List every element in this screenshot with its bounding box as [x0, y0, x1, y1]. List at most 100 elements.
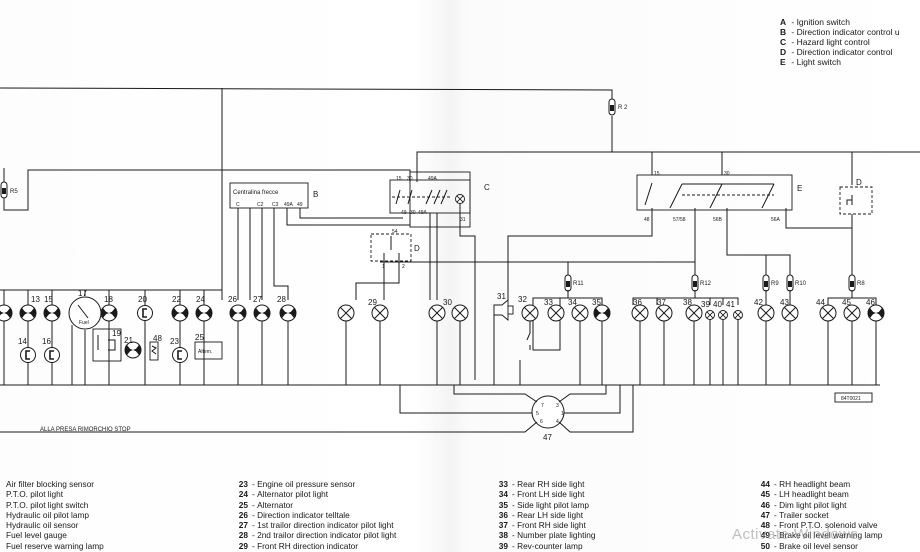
legend-desc: Number plate lighting: [517, 530, 596, 541]
fuse-r2-label: R 2: [618, 105, 628, 111]
legend-desc: 1st trailor direction indicator pilot li…: [257, 520, 394, 531]
legend-num: 34: [498, 489, 508, 500]
key-letter: B: [780, 27, 787, 37]
legend-num: 38: [498, 530, 508, 541]
legend-desc: Alternator: [257, 499, 294, 510]
component-number: 46: [866, 298, 875, 307]
pilot-lamp-28-icon: [279, 304, 297, 322]
component-number: 33: [544, 298, 553, 307]
component-number: 27: [253, 295, 262, 304]
trailer-stop-note: ALLA PRESA RIMORCHIO STOP: [40, 427, 131, 433]
legend-desc: Front LH side light: [517, 489, 585, 500]
lamp-29-icon: [337, 304, 355, 322]
module-e-terminal: 15: [654, 171, 660, 177]
legend-desc: Rear LH side light: [517, 509, 584, 520]
fuel-level-gauge-icon: Fuel: [68, 296, 102, 330]
pilot-lamp-24-icon: [195, 304, 213, 322]
legend-item: 28- 2nd trailor direction indicator pilo…: [232, 530, 397, 540]
pilot-lamp-26-icon: [229, 304, 247, 322]
module-b-direction-indicator-unit: Centralina frecce B C C2 C3 49A 49: [229, 182, 318, 209]
module-b-terminal: 49A: [284, 202, 294, 208]
legend-desc: Fuel reserve warning lamp: [6, 540, 104, 551]
lamp-45-icon: [843, 304, 861, 322]
legend-desc: Hydraulic oil sensor: [6, 520, 79, 531]
component-number: 23: [170, 337, 179, 346]
module-d-right-letter: D: [856, 178, 862, 187]
legend-item: 48- Front P.T.O. solenoid valve: [754, 520, 882, 530]
key-item: E - Light switch: [780, 57, 841, 67]
legend-item: P.T.O. pilot light switch: [6, 500, 104, 510]
module-e-terminal: 30: [724, 171, 730, 177]
module-key-legend: A - Ignition switch B - Direction indica…: [780, 17, 900, 67]
legend-desc: Dim light pilot light: [779, 499, 847, 510]
legend-num: 45: [760, 489, 770, 500]
sensor-23-icon: [171, 346, 189, 364]
key-label: Ignition switch: [796, 17, 850, 27]
lamp-29b-icon: [371, 304, 389, 322]
wiring-schematic: R 2 R5 Centralina frecce B C C2 C3 49A 4…: [0, 87, 920, 442]
pilot-lamp-15-icon: [43, 304, 61, 322]
legend-num: 50: [760, 540, 770, 551]
module-c-lamp-icon: [455, 194, 465, 204]
legend-item: 24- Alternator pilot light: [232, 489, 396, 499]
fuse-r8-label: R8: [857, 281, 865, 287]
module-b-title: Centralina frecce: [233, 190, 279, 196]
pilot-lamp-18-icon: [100, 304, 118, 322]
fuse-r2: [608, 98, 616, 116]
lamp-30-icon: [428, 304, 446, 322]
component-number: 15: [44, 295, 53, 304]
lamp-39-icon: [705, 310, 715, 320]
key-letter: A: [780, 17, 787, 27]
legend-num: 37: [498, 520, 508, 531]
legend-num: 33: [498, 479, 508, 489]
socket-number: 47: [543, 433, 552, 442]
component-number: 41: [726, 300, 735, 309]
lamp-32-icon: [521, 304, 539, 322]
legend-num: 39: [498, 540, 508, 551]
lamp-44-icon: [819, 304, 837, 322]
legend-desc: Rev-counter lamp: [517, 540, 583, 551]
module-d-letter: D: [414, 244, 420, 253]
pilot-lamp-13-icon: [19, 304, 37, 322]
socket-pin: 4: [556, 419, 559, 425]
legend-num: 25: [238, 499, 248, 510]
component-number: 13: [31, 295, 40, 304]
switch-19-icon: [92, 328, 122, 362]
legend-item: 39- Rev-counter lamp: [492, 541, 595, 551]
module-e-terminal: 56B: [713, 217, 723, 223]
module-d-terminal: 2: [402, 264, 405, 270]
legend-num: 29: [238, 540, 248, 551]
lamp-38-icon: [685, 304, 703, 322]
component-number: 26: [228, 295, 237, 304]
fuse-r5: [0, 181, 8, 199]
component-number: 45: [842, 298, 851, 307]
lamp-43-icon: [781, 304, 799, 322]
legend-column-4: 44- RH headlight beam 45- LH headlight b…: [754, 479, 883, 551]
legend-num: 47: [760, 509, 770, 520]
key-label: Light switch: [796, 57, 841, 67]
lamp-41-icon: [733, 310, 743, 320]
component-number: 48: [153, 334, 162, 343]
component-number: 39: [701, 300, 710, 309]
fuse-r8: [848, 274, 856, 292]
socket-pin: 5: [536, 411, 539, 417]
legend-item: Hydraulic oil sensor: [6, 520, 104, 530]
module-c-hazard-light-control: C 15 30 49A 49 30 49A 31: [389, 171, 490, 228]
sensor-14-icon: [19, 346, 37, 364]
legend-desc: Direction indicator telltale: [257, 509, 350, 520]
legend-item: 33- Rear RH side light: [492, 479, 595, 489]
socket-pin: 3: [556, 403, 559, 409]
legend-item: 35- Side light pilot lamp: [492, 500, 595, 510]
drawing-code-box: 84T0021: [834, 392, 873, 403]
component-number: 16: [42, 337, 51, 346]
module-e-terminal: 57/58: [673, 217, 686, 223]
legend-item: Hydraulic oil pilot lamp: [6, 510, 104, 520]
fuse-r9-label: R9: [771, 281, 779, 287]
sensor-20-icon: [136, 304, 154, 322]
legend-item: 36- Rear LH side light: [492, 510, 595, 520]
legend-num: 23: [238, 479, 248, 489]
key-letter: E: [780, 57, 786, 67]
legend-num: 24: [238, 489, 248, 500]
component-number: 14: [18, 337, 27, 346]
component-number: 19: [112, 329, 121, 338]
